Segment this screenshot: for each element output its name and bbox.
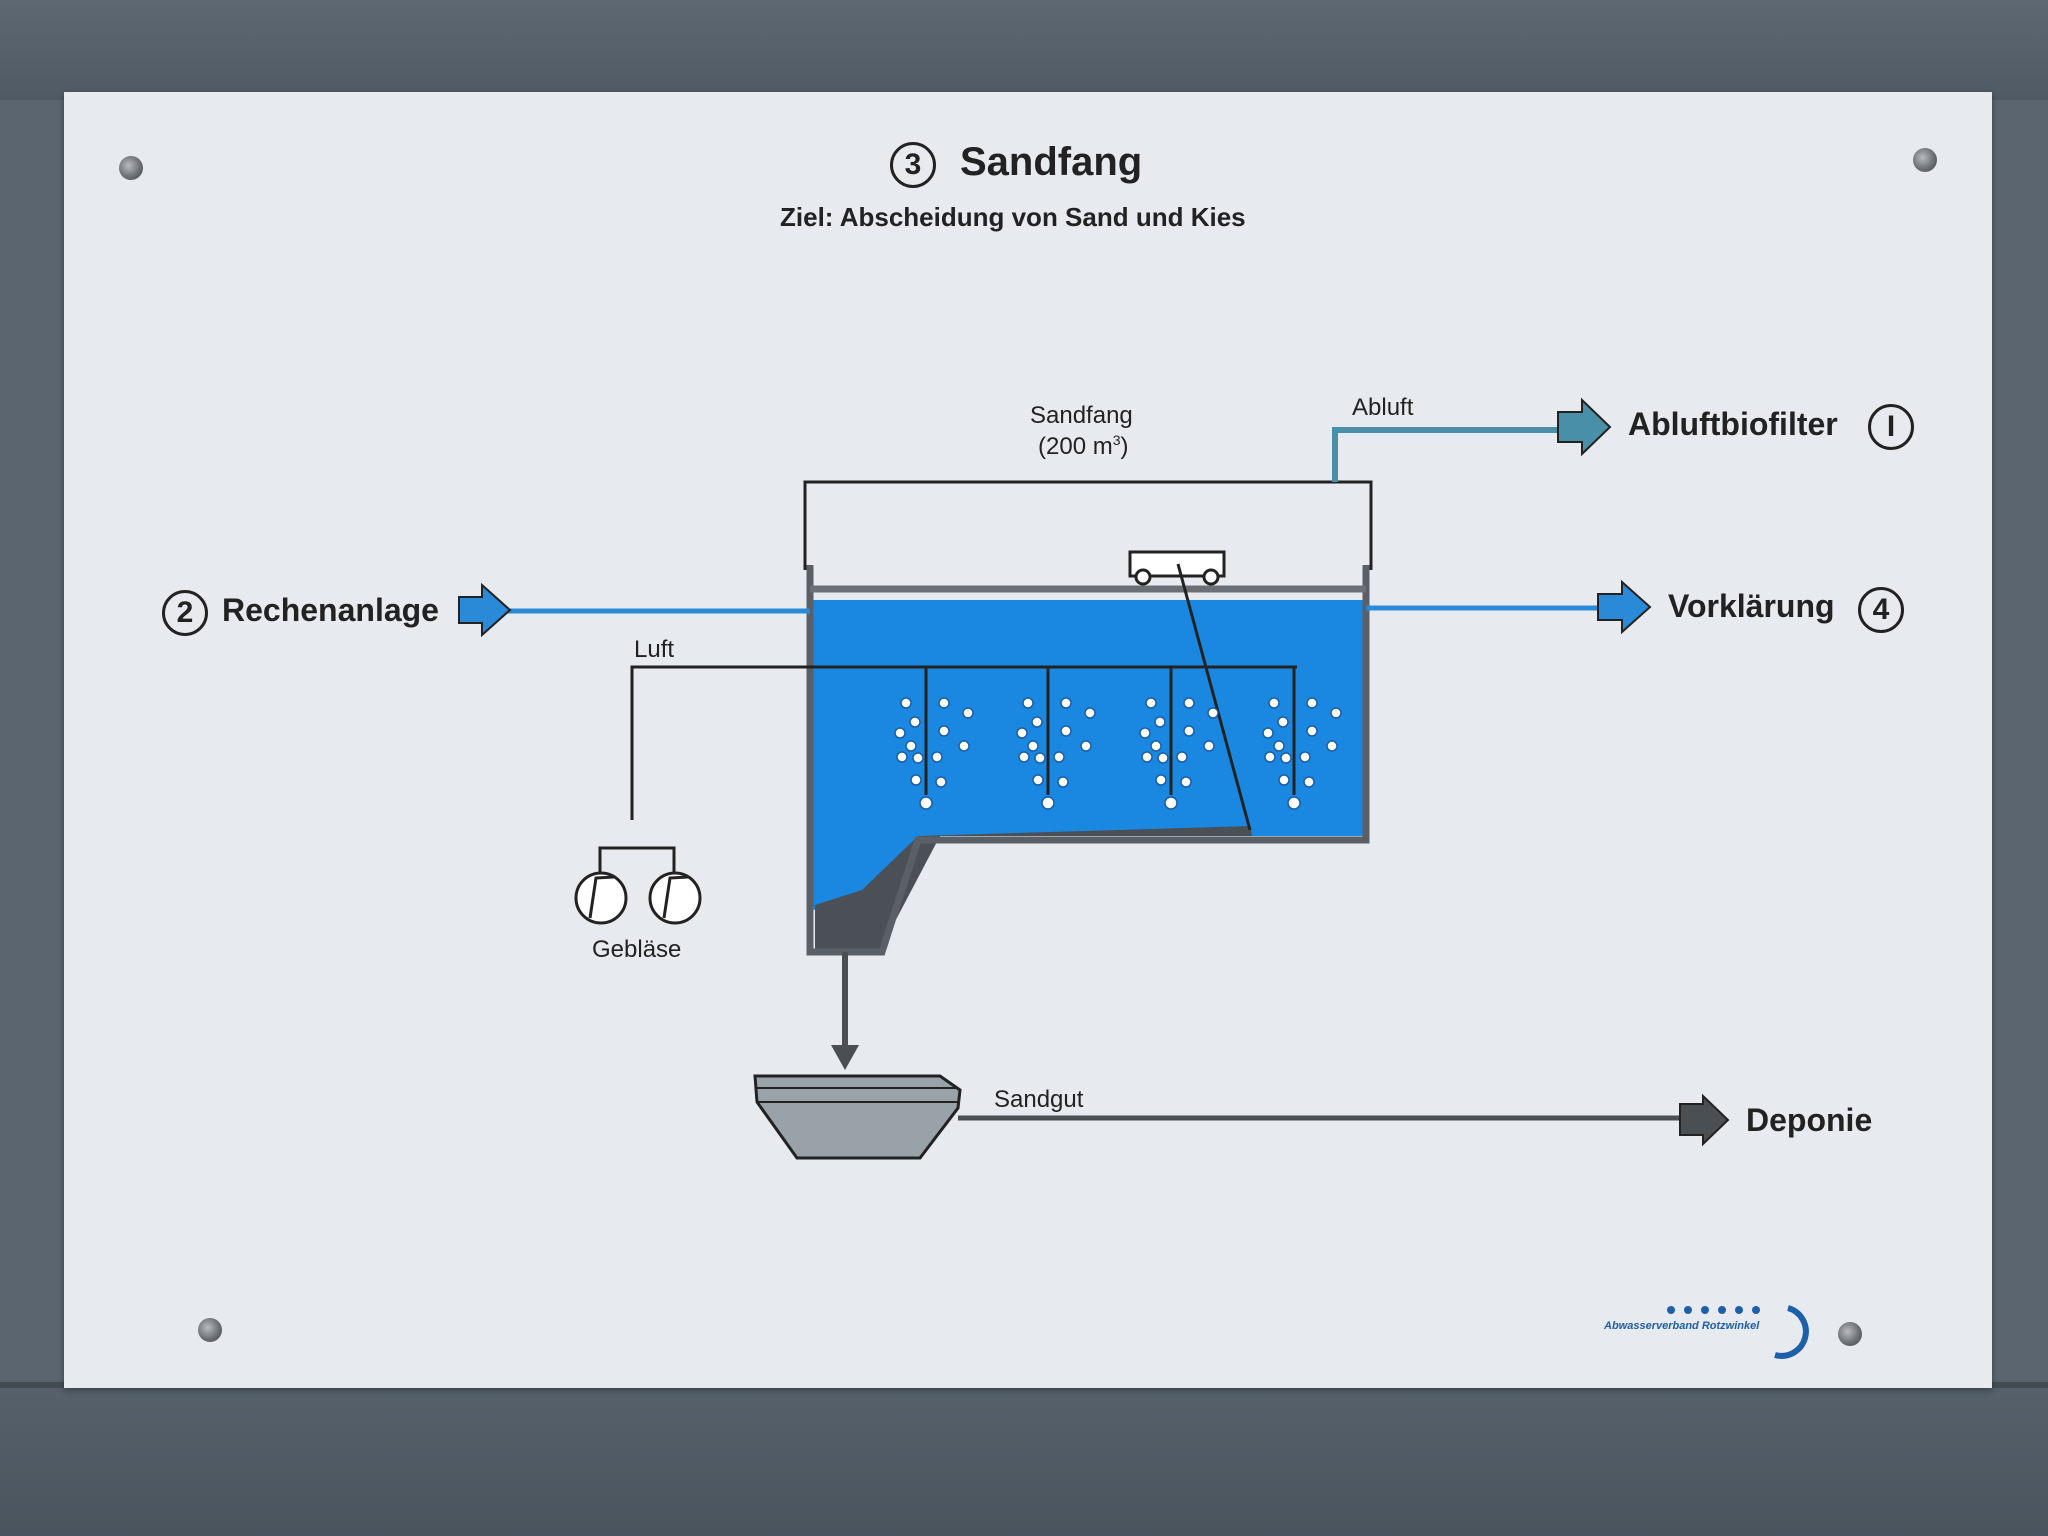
logo-icon [1667, 1305, 1809, 1359]
sand-target-label: Deponie [1746, 1102, 1873, 1138]
exhaust-arrow [1557, 397, 1612, 457]
sediment-layer [918, 826, 1252, 836]
blower-icon [574, 871, 628, 925]
inlet-arrow [458, 582, 512, 638]
screw-bottom-right [1838, 1322, 1862, 1346]
air-bubbles [1139, 697, 1219, 810]
wall-bottom [0, 1380, 2048, 1536]
sand-pipe-label: Sandgut [994, 1086, 1084, 1113]
outlet-label: Vorklärung [1668, 588, 1835, 624]
page-title: Sandfang [960, 140, 1143, 184]
tank-label: Sandfang [1030, 402, 1133, 429]
inlet-label: Rechenanlage [222, 592, 439, 628]
title-number-badge: 3 [890, 142, 936, 188]
tank-wall [806, 565, 1370, 956]
wall-top [0, 0, 2048, 100]
trolley-wheel [1134, 568, 1152, 586]
exhaust-target-badge: I [1868, 404, 1914, 450]
tank-volume: (200 m3) [1038, 432, 1129, 460]
screw-top-left [119, 156, 143, 180]
screw-bottom-left [198, 1318, 222, 1342]
air-bubbles [894, 697, 974, 810]
blower-manifold [598, 846, 676, 873]
page-subtitle: Ziel: Abscheidung von Sand und Kies [780, 202, 1246, 232]
tank-cover-outline [803, 480, 1373, 570]
outlet-arrow [1597, 579, 1652, 635]
exhaust-target-label: Abluftbiofilter [1628, 406, 1838, 442]
air-pipe-label: Luft [634, 636, 675, 663]
blower-icon [648, 871, 702, 925]
sand-discharge-arrow [831, 1045, 859, 1070]
trolley-wheel [1202, 568, 1220, 586]
sand-arrow [1679, 1093, 1730, 1147]
blower-label: Gebläse [592, 936, 682, 963]
scraper-arm [1176, 563, 1252, 831]
wall-left [0, 100, 70, 1390]
exhaust-pipe [1332, 427, 1560, 482]
air-pipe [630, 665, 1297, 820]
logo-text: Abwasserverband Rotzwinkel [1604, 1320, 1760, 1332]
sand-container [753, 1074, 962, 1160]
outlet-number-badge: 4 [1858, 587, 1904, 633]
inlet-number-badge: 2 [162, 590, 208, 636]
air-bubbles [1016, 697, 1096, 810]
exhaust-pipe-label: Abluft [1352, 394, 1414, 421]
air-bubbles [1262, 697, 1342, 810]
screw-top-right [1913, 148, 1937, 172]
